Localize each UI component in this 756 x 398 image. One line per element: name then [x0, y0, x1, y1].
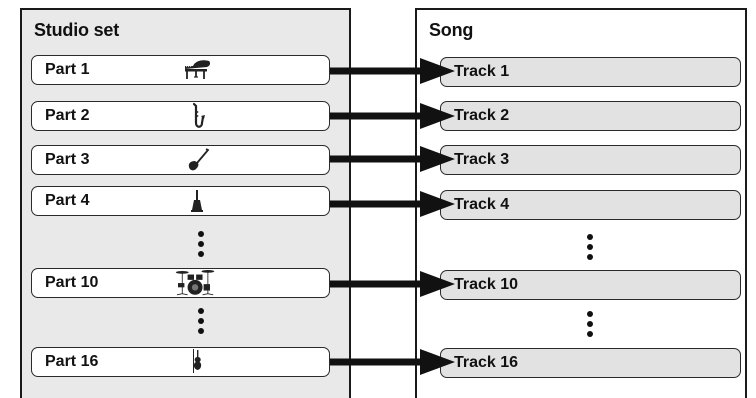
bell-icon — [191, 190, 203, 212]
saxophone-icon — [192, 102, 205, 128]
violin-icon — [193, 349, 202, 373]
track-box-1: Track 1 — [440, 57, 741, 87]
part-label: Part 10 — [45, 274, 99, 291]
track-label: Track 3 — [454, 151, 510, 168]
track-label: Track 2 — [454, 107, 510, 124]
track-box-16: Track 16 — [440, 348, 741, 378]
song-title: Song — [429, 20, 474, 40]
track-label: Track 4 — [454, 196, 510, 213]
track-box-2: Track 2 — [440, 101, 741, 131]
track-box-3: Track 3 — [440, 145, 741, 175]
grand-piano-icon — [185, 60, 211, 79]
part-label: Part 4 — [45, 192, 90, 209]
track-box-10: Track 10 — [440, 270, 741, 300]
part-box-2: Part 2 — [31, 101, 330, 131]
part-label: Part 16 — [45, 353, 99, 370]
part-box-16: Part 16 — [31, 347, 330, 377]
track-box-4: Track 4 — [440, 190, 741, 220]
track-label: Track 1 — [454, 63, 510, 80]
right-ellipsis-lower — [586, 311, 596, 341]
part-box-1: Part 1 — [31, 55, 330, 85]
drum-kit-icon — [175, 269, 215, 296]
electric-guitar-icon — [188, 148, 210, 171]
part-label: Part 1 — [45, 61, 90, 78]
part-box-10: Part 10 — [31, 268, 330, 298]
part-box-3: Part 3 — [31, 145, 330, 175]
part-box-4: Part 4 — [31, 186, 330, 216]
track-label: Track 10 — [454, 276, 519, 293]
right-ellipsis-upper — [586, 234, 596, 264]
part-label: Part 2 — [45, 107, 90, 124]
left-ellipsis-upper — [197, 231, 207, 261]
left-ellipsis-lower — [197, 308, 207, 338]
studio-set-title: Studio set — [34, 20, 120, 40]
part-label: Part 3 — [45, 151, 90, 168]
track-label: Track 16 — [454, 354, 519, 371]
